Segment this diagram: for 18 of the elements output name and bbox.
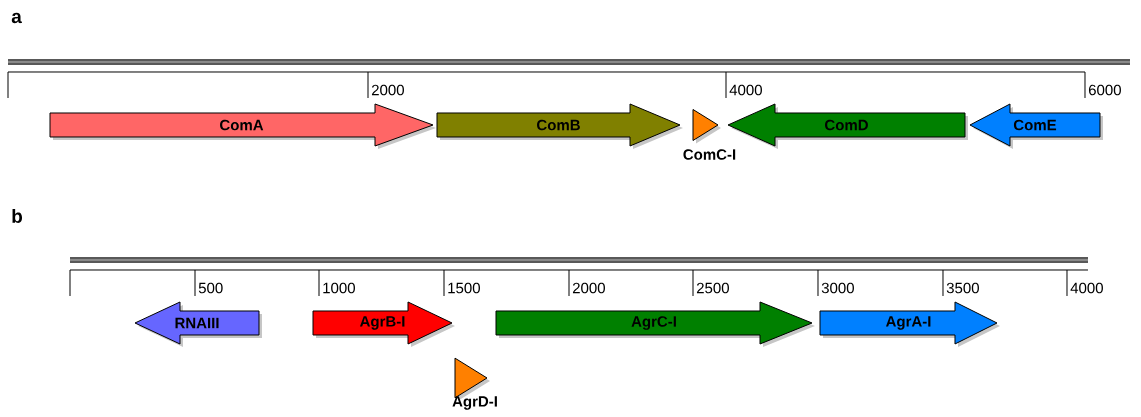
tick-label: 2000	[371, 84, 404, 96]
gene-triangle: AgrD-I	[452, 357, 497, 410]
panel-letter: a	[11, 12, 22, 24]
gene-bar: AgrB-I	[312, 301, 455, 347]
gene-bar: ComD	[727, 103, 968, 149]
tick-label: 4000	[1070, 282, 1103, 294]
node-label: ComC-I	[683, 149, 736, 160]
gene-bar: ComB	[436, 103, 683, 149]
gene-bar: AgrA-I	[819, 301, 1000, 347]
gene-bar: AgrC-I	[495, 301, 815, 347]
tick-label: 1500	[448, 282, 480, 294]
gene-bar: ComA	[49, 103, 436, 149]
tick-label: 3000	[821, 282, 854, 294]
gene-bar: RNAIII	[134, 301, 262, 347]
tick-label: 4000	[729, 84, 762, 96]
gene-bar: ComE	[969, 103, 1103, 149]
panel-letter: b	[12, 209, 23, 223]
tick-label: 6000	[1088, 84, 1121, 96]
